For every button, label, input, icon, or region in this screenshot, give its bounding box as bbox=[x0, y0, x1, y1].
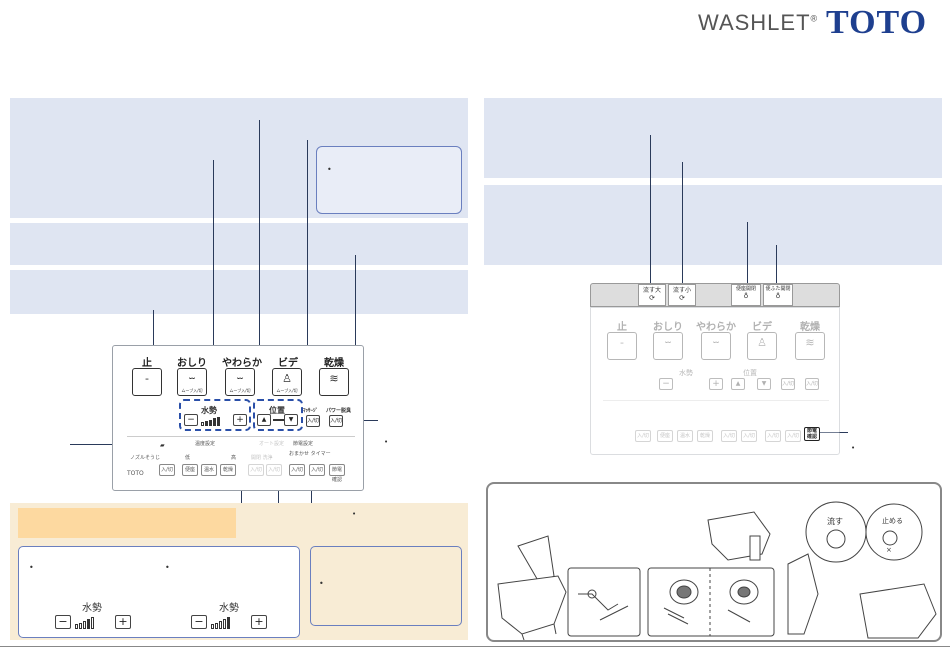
auto-open-button[interactable]: 入/切 bbox=[248, 464, 264, 476]
soft-wash-icon: ⏖ bbox=[236, 372, 244, 385]
note-box: • bbox=[316, 146, 462, 214]
dry-button[interactable]: ≋ bbox=[319, 368, 349, 396]
leader-line bbox=[682, 162, 683, 283]
stop-button-right[interactable]: - bbox=[607, 332, 637, 360]
water-plus-button[interactable]: + bbox=[233, 414, 247, 426]
info-box-left-2 bbox=[10, 223, 468, 265]
wash-icon: ⏖ bbox=[188, 372, 196, 385]
massage-button[interactable]: 入/切 bbox=[306, 415, 320, 427]
dry-temp-button[interactable]: 乾燥 bbox=[220, 464, 236, 476]
eco-check-button[interactable]: 節電 確認 bbox=[329, 464, 345, 483]
auto-flush-button[interactable]: 入/切 bbox=[266, 464, 282, 476]
example-water-label-1: 水勢 bbox=[82, 603, 102, 614]
yawaraka-label: やわらか bbox=[222, 358, 262, 369]
yawaraka-button-right[interactable]: ⏖ bbox=[701, 332, 731, 360]
leader-line bbox=[213, 160, 214, 372]
leader-line bbox=[747, 222, 748, 283]
position-up-button[interactable]: ▲ bbox=[257, 414, 271, 426]
washlet-logo: WASHLET® bbox=[698, 10, 819, 35]
water-minus-button[interactable]: − bbox=[184, 414, 198, 426]
flush-small-button[interactable]: 流す小⟳ bbox=[668, 284, 696, 306]
flush-icon: ⟳ bbox=[649, 294, 655, 302]
example-minus-button-1: − bbox=[55, 615, 71, 629]
illustration-panel: 流す 止める × bbox=[486, 482, 942, 642]
dry-label: 乾燥 bbox=[324, 358, 344, 369]
leader-line bbox=[812, 432, 848, 433]
example-minus-button-2: − bbox=[191, 615, 207, 629]
bidet-button-right[interactable]: ♙ bbox=[747, 332, 777, 360]
leader-line bbox=[776, 245, 777, 283]
seat-temp-button[interactable]: 便座 bbox=[182, 464, 198, 476]
seat-icon: ♁ bbox=[743, 292, 749, 300]
power-deodorize-button[interactable]: 入/切 bbox=[329, 415, 343, 427]
lid-icon: ♁ bbox=[775, 292, 781, 300]
eco-auto-button[interactable]: 入/切 bbox=[289, 464, 305, 476]
eco-timer-button[interactable]: 入/切 bbox=[309, 464, 325, 476]
info-box-right-2 bbox=[484, 185, 942, 265]
example-plus-button-2: + bbox=[251, 615, 267, 629]
water-level-bars bbox=[201, 416, 220, 426]
toilet-illustrations bbox=[497, 501, 937, 640]
oshiri-button[interactable]: ⏖ムーブ入/切 bbox=[177, 368, 207, 396]
water-pressure-label: 水勢 bbox=[201, 406, 217, 415]
oshiri-button-right[interactable]: ⏖ bbox=[653, 332, 683, 360]
remote-panel-left: 止 - おしり ⏖ムーブ入/切 やわらか ⏖ムーブ入/切 ビデ ♙ムーブ入/切 … bbox=[112, 345, 364, 491]
leader-line bbox=[153, 310, 154, 372]
remote-panel-right: 止 - おしり ⏖ やわらか ⏖ ビデ ♙ 乾燥 ≋ 水勢 − + 位置 ▲ ▼… bbox=[590, 307, 840, 455]
bidet-icon: ♙ bbox=[282, 372, 292, 385]
toto-logo: TOTO bbox=[826, 4, 928, 41]
example-bars-1 bbox=[75, 617, 94, 629]
flush-large-button[interactable]: 流す大⟳ bbox=[638, 284, 666, 306]
seat-open-button[interactable]: 便座開閉♁ bbox=[731, 284, 761, 306]
info-box-right-1 bbox=[484, 98, 942, 178]
footer-divider bbox=[0, 646, 950, 647]
eco-check-button-highlight[interactable]: 節電 確認 bbox=[804, 427, 820, 441]
remote-panel-right-top bbox=[590, 283, 840, 307]
power-deodorize-label: パワー脱臭 bbox=[326, 408, 352, 414]
position-down-button[interactable]: ▼ bbox=[284, 414, 298, 426]
nozzle-button[interactable]: 入/切 bbox=[159, 464, 175, 476]
position-note-box: • bbox=[310, 546, 462, 626]
example-water-label-2: 水勢 bbox=[219, 603, 239, 614]
nozzle-label: ノズルそうじ bbox=[130, 455, 161, 461]
water-pressure-group bbox=[179, 399, 251, 431]
info-box-left-3 bbox=[10, 270, 468, 314]
leader-line bbox=[355, 255, 356, 372]
position-group bbox=[253, 399, 303, 431]
lid-open-button[interactable]: 便ふた開閉♁ bbox=[763, 284, 793, 306]
oshiri-label: おしり bbox=[177, 358, 207, 369]
dry-icon: ≋ bbox=[329, 372, 339, 385]
x-mark: × bbox=[886, 546, 892, 554]
bidet-button[interactable]: ♙ムーブ入/切 bbox=[272, 368, 302, 396]
dry-button-right[interactable]: ≋ bbox=[795, 332, 825, 360]
bidet-label: ビデ bbox=[278, 358, 298, 369]
example-bars-2 bbox=[211, 617, 230, 629]
water-temp-button[interactable]: 温水 bbox=[201, 464, 217, 476]
yawaraka-button[interactable]: ⏖ムーブ入/切 bbox=[225, 368, 255, 396]
stop-button[interactable]: - bbox=[132, 368, 162, 396]
leader-line bbox=[350, 420, 378, 421]
orange-highlight-box bbox=[18, 508, 236, 538]
stop-callout-label: 止める bbox=[882, 517, 903, 525]
stop-label: 止 bbox=[142, 358, 152, 369]
massage-label: ﾏｯｻｰｼﾞ bbox=[303, 408, 319, 414]
leader-line bbox=[307, 140, 308, 372]
example-plus-button-1: + bbox=[115, 615, 131, 629]
position-label: 位置 bbox=[269, 406, 285, 415]
flush-icon: ⟳ bbox=[679, 294, 685, 302]
leader-line bbox=[650, 135, 651, 283]
flush-callout-label: 流す bbox=[827, 517, 843, 526]
water-pressure-example-box: • • 水勢 − + 水勢 − + bbox=[18, 546, 300, 638]
leader-line bbox=[259, 120, 260, 372]
